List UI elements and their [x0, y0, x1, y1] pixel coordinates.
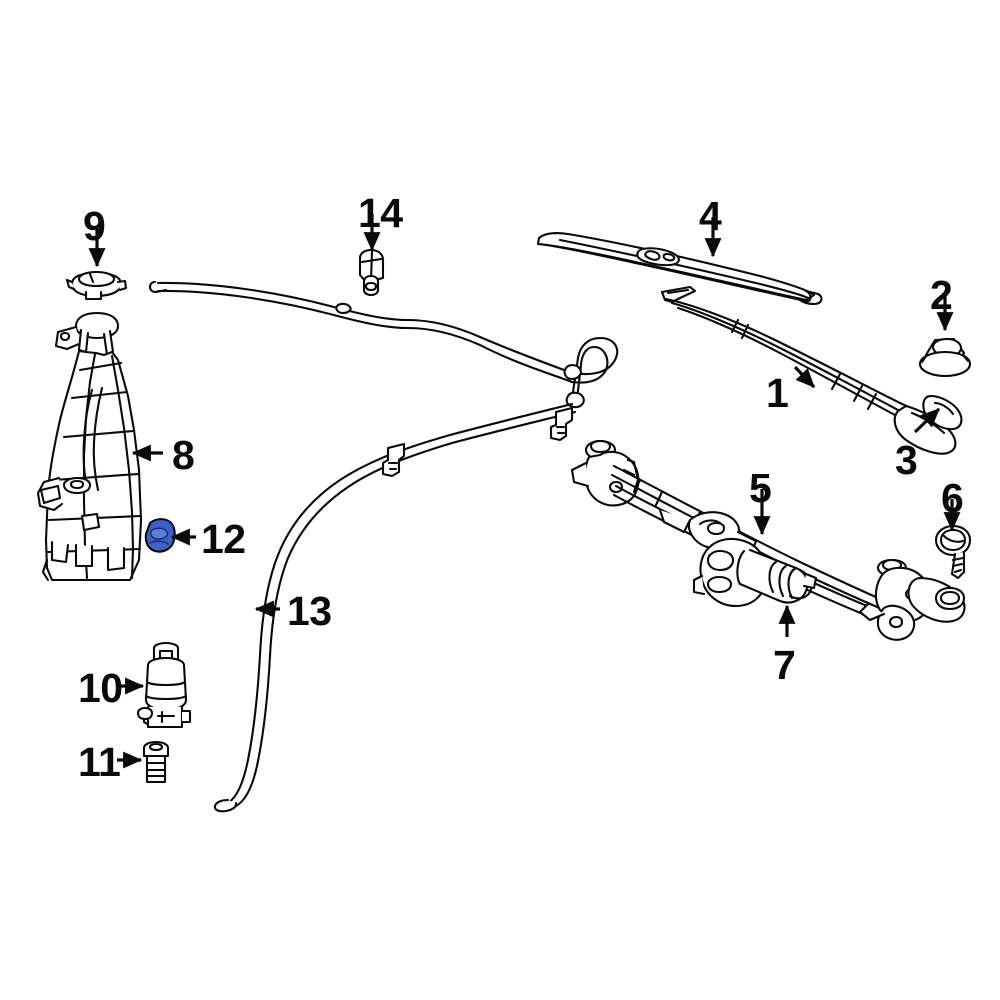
callout-label-3: 3	[895, 437, 918, 483]
part-reservoir-cap	[65, 270, 128, 301]
callout-arrows	[88, 214, 961, 769]
callout-label-2: 2	[930, 272, 953, 318]
part-wiper-blade	[536, 232, 823, 306]
part-motor-mounting-screw	[934, 524, 972, 580]
part-wiper-motor	[692, 537, 818, 608]
part-washer-hose	[148, 280, 619, 813]
callout-label-12: 12	[201, 516, 246, 562]
callout-label-6: 6	[941, 475, 964, 521]
callout-label-7: 7	[773, 642, 796, 688]
part-washer-pump	[136, 641, 192, 729]
callout-label-8: 8	[172, 432, 195, 478]
part-washer-nozzle	[358, 248, 385, 297]
callout-label-13: 13	[287, 588, 332, 634]
callout-label-11: 11	[78, 739, 121, 785]
part-pump-grommet	[142, 740, 170, 784]
callout-label-9: 9	[83, 203, 106, 249]
part-wiper-arm	[660, 285, 957, 455]
callout-label-1: 1	[766, 370, 789, 416]
part-wiper-arm-nut	[918, 337, 972, 378]
part-washer-hose-clip-highlighted	[144, 518, 176, 553]
callout-label-5: 5	[749, 465, 772, 511]
callout-label-4: 4	[699, 193, 722, 239]
arrow-1	[793, 365, 816, 389]
callout-label-14: 14	[358, 190, 403, 236]
callout-label-10: 10	[78, 665, 123, 711]
part-wiper-linkage	[570, 439, 966, 641]
arrow-3	[913, 407, 941, 434]
part-washer-reservoir	[36, 311, 143, 582]
